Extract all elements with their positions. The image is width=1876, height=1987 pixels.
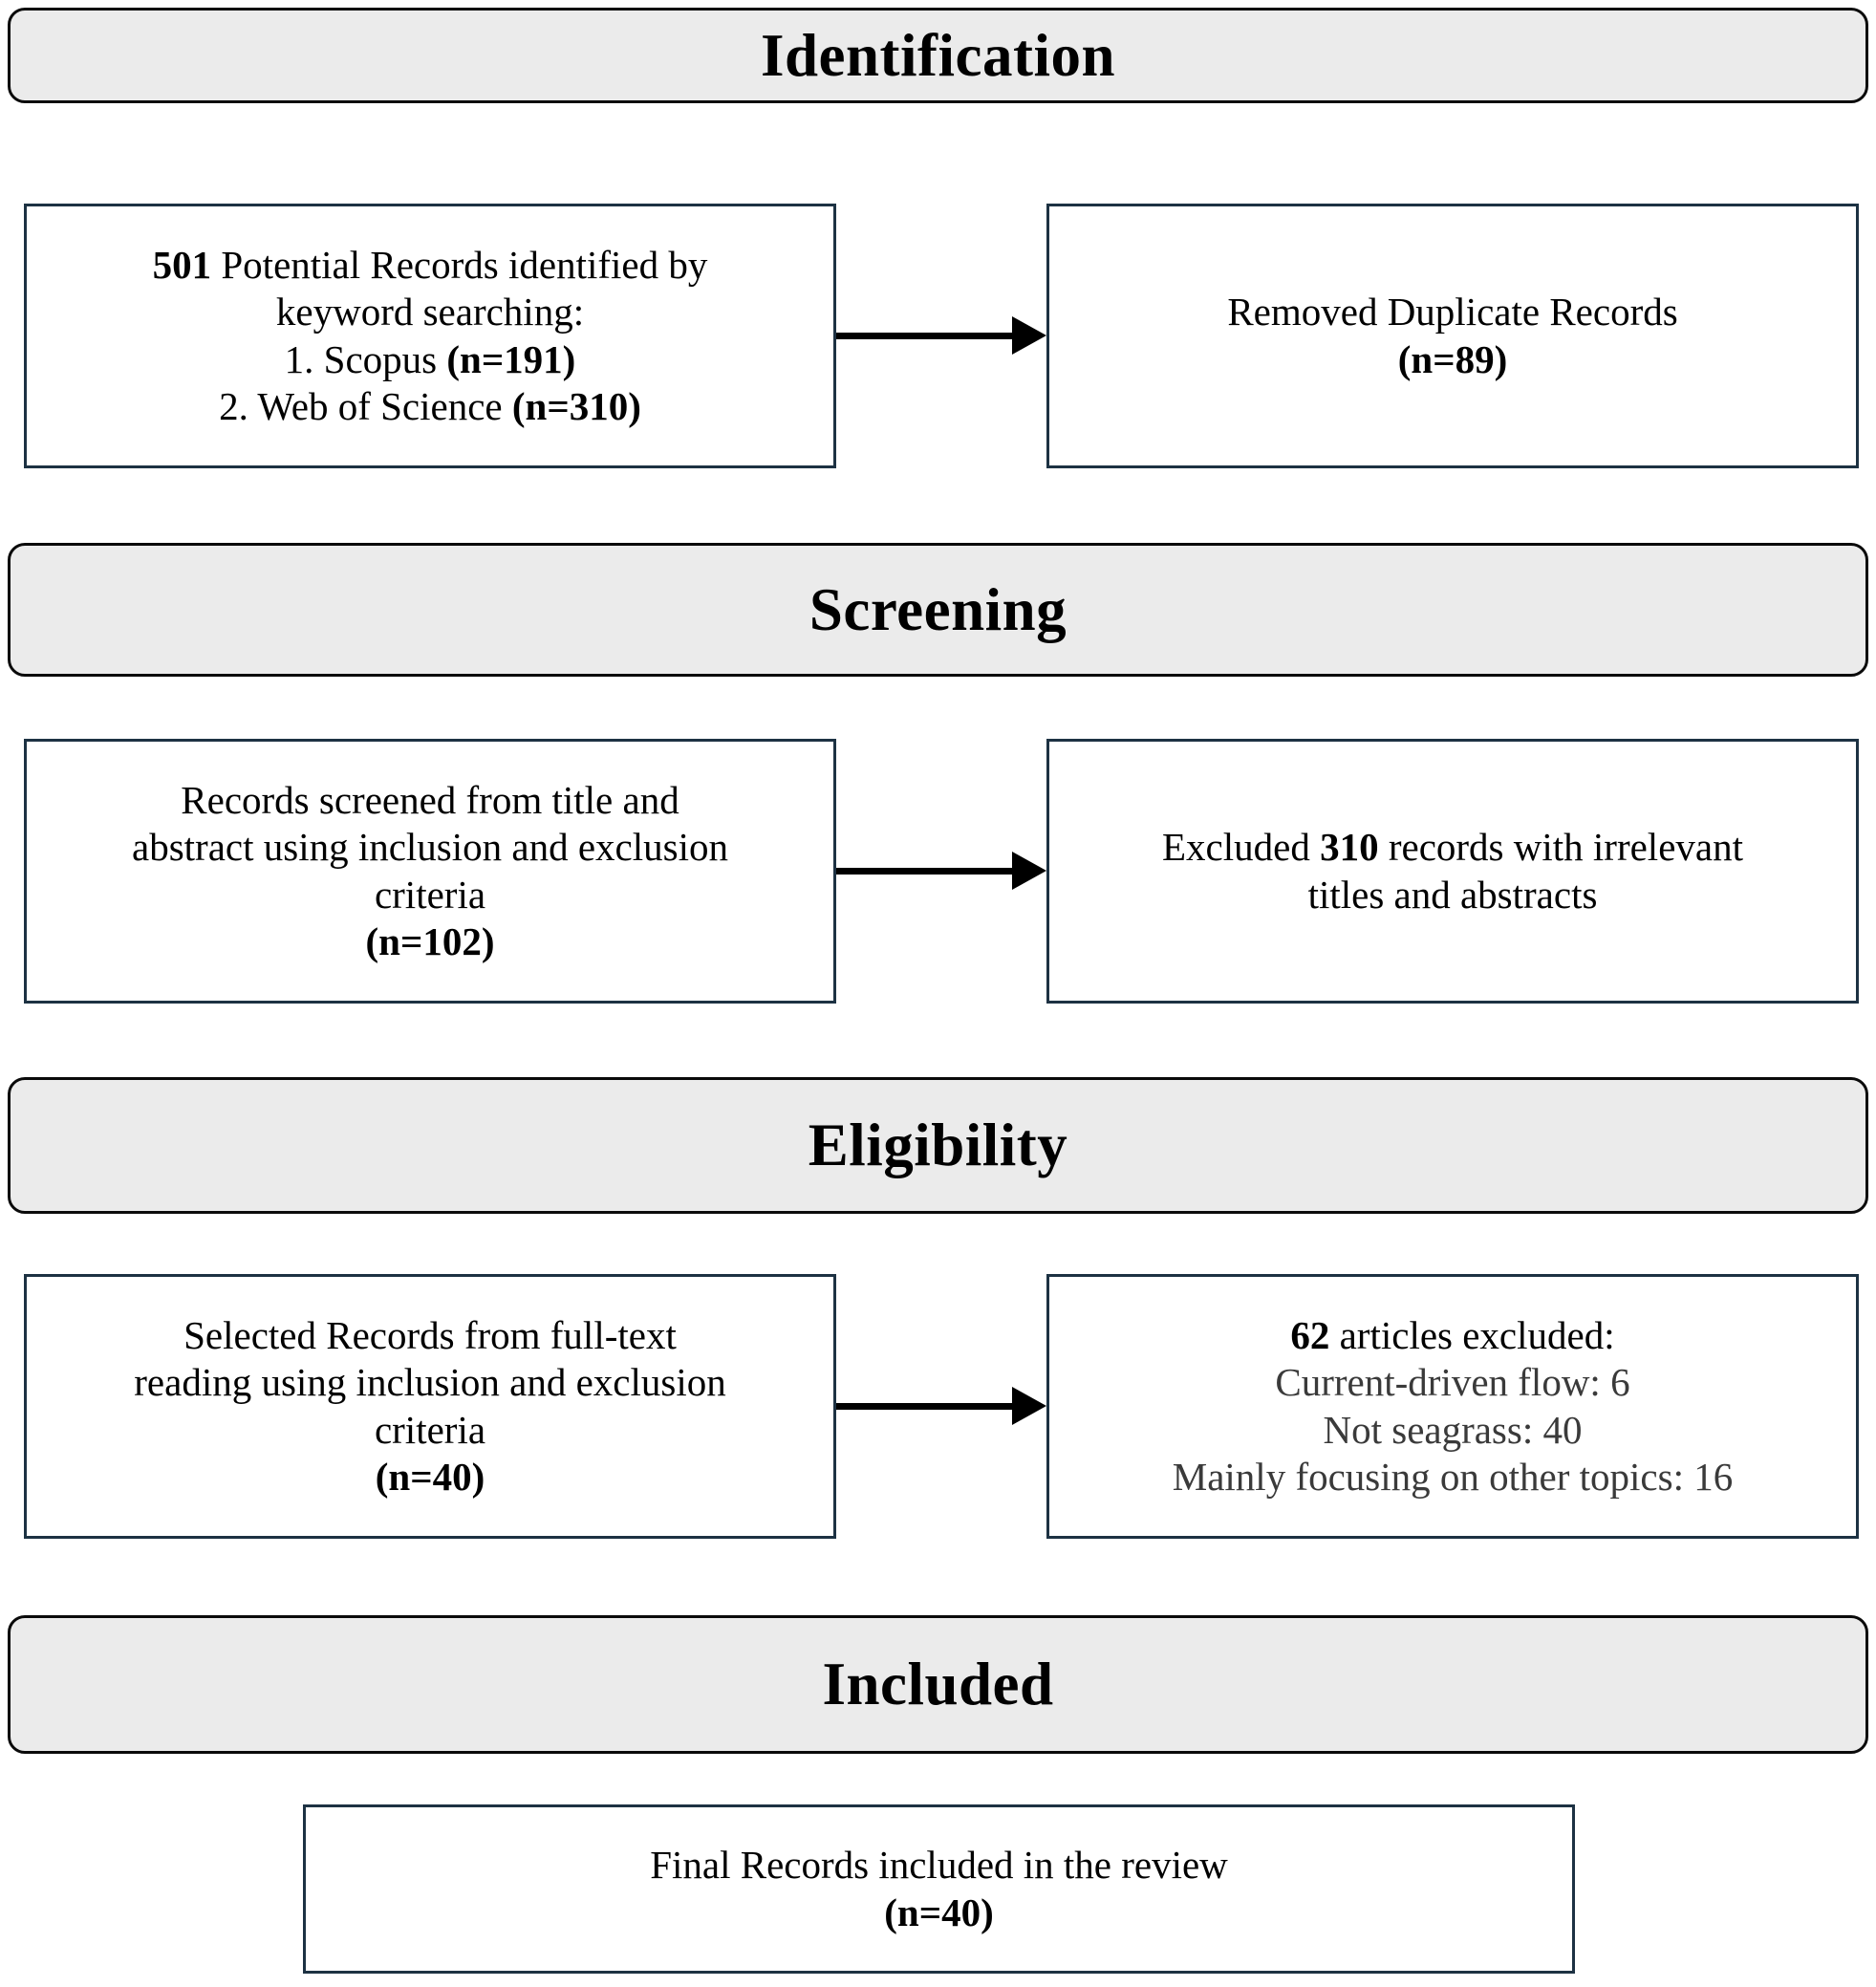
box-text-segment: Current-driven flow: 6 [1275, 1360, 1630, 1405]
stage-banner-included: Included [8, 1615, 1868, 1754]
box-excluded-eligibility-text: 62 articles excluded:Current-driven flow… [1173, 1312, 1733, 1501]
box-text-segment: criteria [374, 1407, 486, 1452]
box-text-segment: (n=310) [511, 383, 641, 428]
box-text-segment: 62 [1290, 1313, 1330, 1358]
box-text-segment: 501 [152, 243, 212, 288]
box-text-line: (n=40) [650, 1890, 1228, 1936]
box-text-segment: 310 [1320, 825, 1379, 870]
stage-label-included: Included [822, 1651, 1054, 1717]
box-text-line: 62 articles excluded: [1173, 1312, 1733, 1359]
box-removed-duplicates: Removed Duplicate Records(n=89) [1046, 204, 1859, 468]
arrow-shaft [836, 1403, 1018, 1410]
box-text-line: keyword searching: [153, 289, 708, 335]
box-text-segment: 2. Web of Science [219, 383, 512, 428]
box-text-line: 1. Scopus (n=191) [153, 336, 708, 383]
box-text-line: criteria [132, 872, 728, 918]
box-text-segment: Records screened from title and [181, 778, 679, 823]
box-text-segment: criteria [374, 872, 486, 917]
box-text-segment: (n=191) [446, 336, 576, 381]
stage-label-eligibility: Eligibility [808, 1112, 1068, 1178]
box-text-line: Selected Records from full-text [134, 1312, 725, 1359]
box-text-line: Excluded 310 records with irrelevant [1162, 824, 1743, 871]
box-text-line: Removed Duplicate Records [1227, 289, 1677, 335]
arrow-shaft [836, 333, 1018, 339]
box-text-line: reading using inclusion and exclusion [134, 1359, 725, 1406]
box-final-included: Final Records included in the review(n=4… [303, 1804, 1575, 1974]
box-text-segment: Final Records included in the review [650, 1843, 1228, 1888]
box-text-segment: articles excluded: [1329, 1313, 1615, 1358]
box-final-included-text: Final Records included in the review(n=4… [650, 1842, 1228, 1935]
box-text-segment: abstract using inclusion and exclusion [132, 825, 728, 870]
stage-banner-screening: Screening [8, 543, 1868, 677]
box-text-line: Mainly focusing on other topics: 16 [1173, 1454, 1733, 1501]
stage-banner-identification: Identification [8, 8, 1868, 103]
box-excluded-eligibility: 62 articles excluded:Current-driven flow… [1046, 1274, 1859, 1539]
box-text-segment: (n=40) [884, 1890, 994, 1934]
box-removed-duplicates-text: Removed Duplicate Records(n=89) [1227, 289, 1677, 382]
arrow-head [1012, 1387, 1046, 1425]
box-text-line: 501 Potential Records identified by [153, 242, 708, 289]
box-text-segment: (n=102) [365, 918, 495, 963]
stage-label-identification: Identification [760, 21, 1115, 89]
box-text-segment: keyword searching: [275, 290, 585, 335]
box-text-line: Not seagrass: 40 [1173, 1407, 1733, 1454]
box-text-segment: Selected Records from full-text [183, 1313, 677, 1358]
box-text-line: Final Records included in the review [650, 1842, 1228, 1889]
box-text-segment: records with irrelevant [1378, 825, 1743, 870]
box-text-line: titles and abstracts [1162, 872, 1743, 918]
box-text-segment: Not seagrass: 40 [1323, 1407, 1583, 1452]
box-text-line: (n=102) [132, 918, 728, 965]
arrow-head [1012, 316, 1046, 355]
box-text-segment: (n=40) [375, 1454, 485, 1499]
box-text-segment: reading using inclusion and exclusion [134, 1360, 726, 1405]
box-text-line: criteria [134, 1407, 725, 1454]
stage-label-screening: Screening [809, 575, 1067, 643]
box-text-segment: 1. Scopus [284, 336, 447, 381]
box-text-segment: Potential Records identified by [211, 243, 708, 288]
box-text-line: Current-driven flow: 6 [1173, 1359, 1733, 1406]
box-text-segment: Removed Duplicate Records [1227, 290, 1678, 335]
box-text-segment: Mainly focusing on other topics: 16 [1172, 1454, 1734, 1499]
box-text-segment: Excluded [1162, 825, 1321, 870]
box-text-line: abstract using inclusion and exclusion [132, 824, 728, 871]
box-text-line: (n=89) [1227, 336, 1677, 383]
box-text-line: Records screened from title and [132, 777, 728, 824]
box-text-line: (n=40) [134, 1454, 725, 1501]
arrow-head [1012, 852, 1046, 890]
box-text-segment: (n=89) [1397, 336, 1508, 381]
box-text-line: 2. Web of Science (n=310) [153, 383, 708, 430]
arrow-shaft [836, 868, 1018, 875]
box-text-segment: titles and abstracts [1307, 872, 1598, 917]
stage-banner-eligibility: Eligibility [8, 1077, 1868, 1214]
